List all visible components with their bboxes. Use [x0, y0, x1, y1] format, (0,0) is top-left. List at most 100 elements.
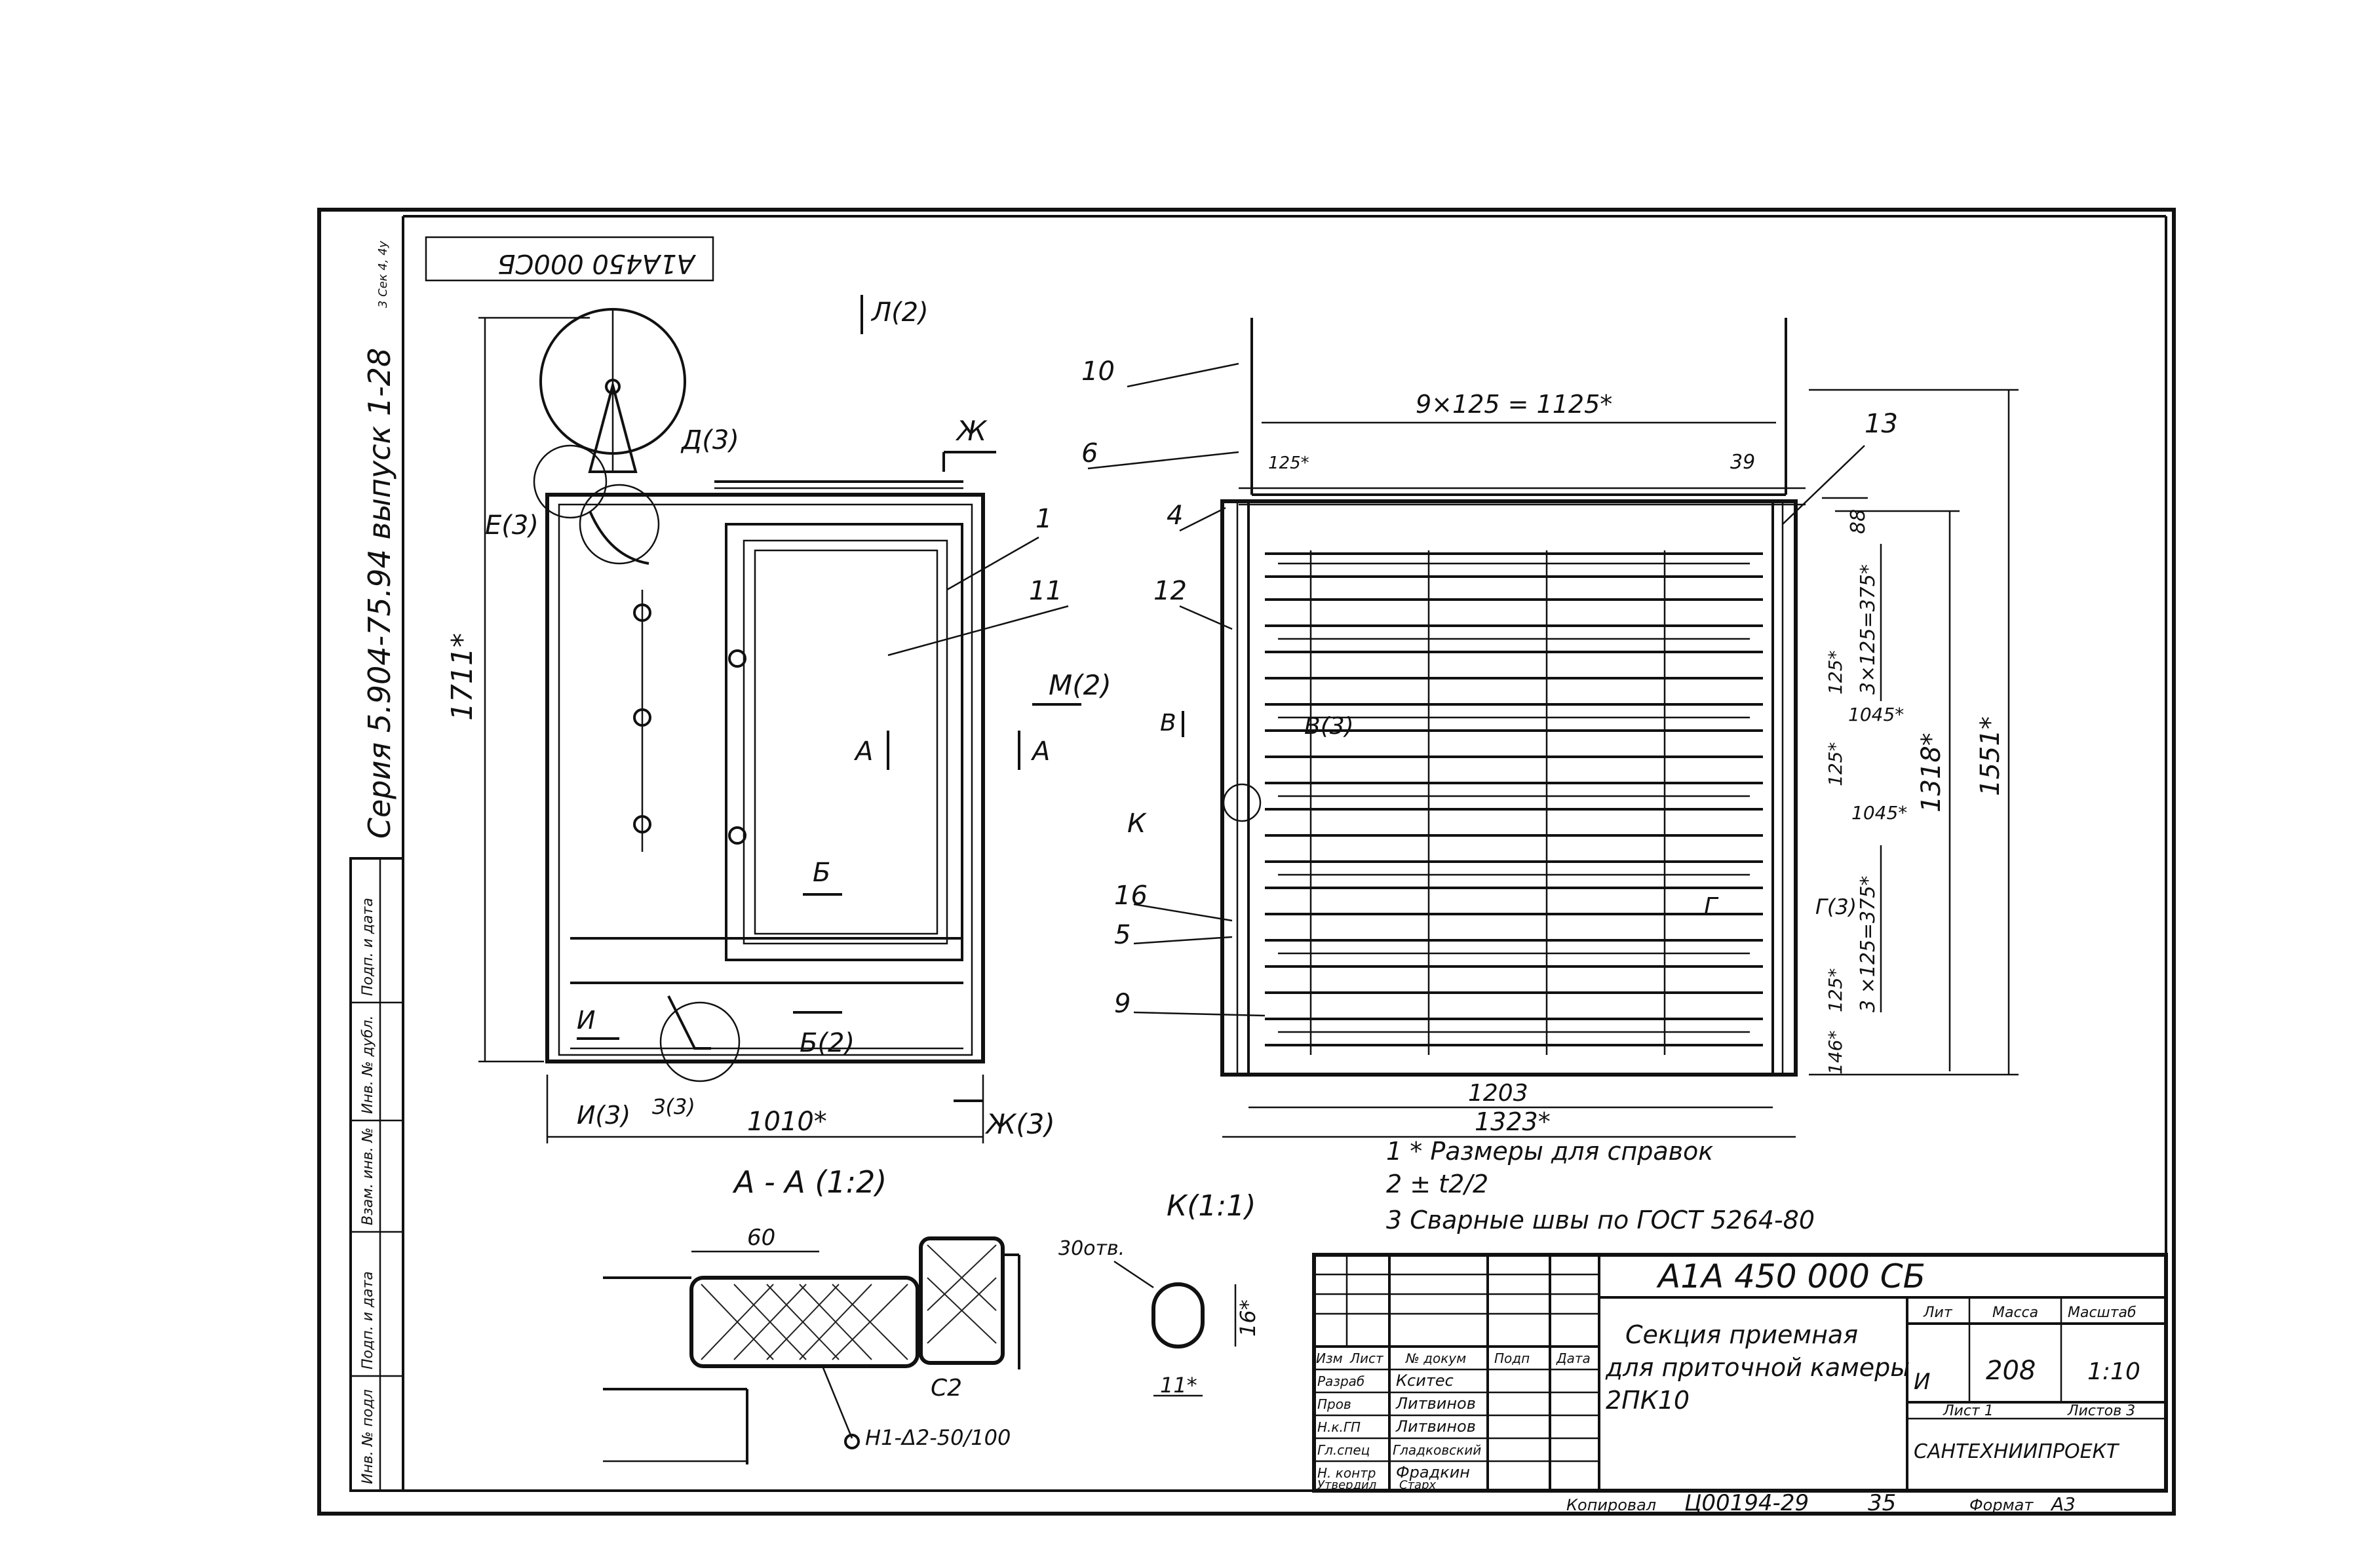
role-5: Н. контр [1317, 1465, 1376, 1481]
detail-k: К(1:1) 30отв. 16* 11* [1058, 1189, 1260, 1398]
label-I3: И(3) [577, 1101, 630, 1130]
detail-k-title: К(1:1) [1167, 1189, 1256, 1223]
label-Zh: Ж [955, 415, 988, 447]
signature-6: Старх [1399, 1478, 1437, 1492]
leader-4: 4 [1167, 501, 1183, 531]
signature-3: Литвинов [1395, 1417, 1476, 1436]
leader-16: 16 [1114, 881, 1148, 911]
dim-1045-b: 1045* [1851, 802, 1907, 824]
section-title: А - А (1:2) [732, 1164, 887, 1200]
label-G: Г [1704, 893, 1719, 920]
label-K: К [1127, 809, 1147, 839]
label-Zh3: Ж(3) [984, 1108, 1055, 1140]
scale-value: 1:10 [2087, 1358, 2140, 1385]
dim-11: 11* [1160, 1373, 1197, 1398]
dim-125-top: 125* [1268, 453, 1309, 473]
dim-146: 146* [1825, 1031, 1846, 1075]
leader-1: 1 [1035, 504, 1052, 534]
footer: Копировал Ц00194-29 35 Формат А3 [1566, 1490, 2076, 1516]
left-view: 1711* 1010* Л(2) Д(3) Е(3) Ж Ж(3) М(2) А… [446, 295, 1112, 1143]
side-field-1: Инв. № подл [360, 1389, 376, 1484]
side-field-5: Подп. и дата [360, 898, 376, 996]
side-hatch [927, 1244, 997, 1344]
sheet-frame [317, 208, 2176, 1516]
label-G3: Г(3) [1815, 894, 1857, 919]
section-a-a: А - А (1:2) 60 С2 [603, 1164, 1020, 1464]
copied-number: Ц00194-29 [1684, 1490, 1809, 1516]
rotated-doc-code: А1А450 000СБ [497, 248, 697, 278]
label-E: Е(3) [485, 510, 539, 541]
label-V: В [1160, 710, 1176, 736]
role-3: Н.к.ГП [1317, 1419, 1361, 1435]
dim-1711: 1711* [446, 633, 479, 721]
format-label: Формат [1969, 1496, 2034, 1514]
label-V3: В(3) [1304, 713, 1354, 740]
dim-125-b: 125* [1825, 742, 1846, 786]
label-Z3: З(3) [652, 1094, 695, 1119]
louver-slats [1265, 552, 1763, 1046]
doc-code: А1А 450 000 СБ [1656, 1257, 1925, 1295]
role-4: Гл.спец [1317, 1442, 1370, 1458]
lit-value: И [1914, 1369, 1930, 1395]
title-block: А1А 450 000 СБ Секция приемная для прито… [1312, 1253, 2168, 1493]
detail-k-holes: 30отв. [1058, 1237, 1125, 1260]
role-1: Разраб [1317, 1373, 1364, 1389]
dim-125-c: 125* [1825, 968, 1846, 1012]
col-izm: Изм [1316, 1350, 1343, 1366]
role-2: Пров [1317, 1396, 1351, 1412]
col-sign: Подп [1494, 1350, 1530, 1366]
label-B2: Б(2) [800, 1028, 855, 1058]
copied-label: Копировал [1566, 1496, 1656, 1514]
dim-16: 16* [1235, 1299, 1260, 1337]
page-number: 35 [1868, 1490, 1896, 1516]
dim-88: 88 [1847, 509, 1870, 534]
weld-note: Н1-Δ2-50/100 [865, 1425, 1011, 1450]
title-line-3: 2ПК10 [1606, 1386, 1690, 1415]
side-field-3: Взам. инв. № [360, 1128, 376, 1225]
leader-12: 12 [1153, 576, 1187, 606]
label-A2: А [1030, 736, 1050, 767]
signature-5: Фрадкин [1396, 1463, 1470, 1482]
label-M: М(2) [1049, 669, 1112, 701]
lit-header: Лит [1923, 1305, 1953, 1321]
leader-9: 9 [1114, 989, 1131, 1019]
format-value: А3 [2050, 1493, 2076, 1515]
dim-9x125: 9×125 = 1125* [1416, 390, 1612, 419]
label-C2: С2 [931, 1375, 962, 1402]
signature-2: Литвинов [1395, 1394, 1476, 1413]
mass-header: Масса [1992, 1305, 2038, 1321]
col-date: Дата [1556, 1350, 1591, 1366]
note-1: 1 * Размеры для справок [1386, 1137, 1713, 1166]
dim-1045-a: 1045* [1848, 704, 1904, 725]
label-A1: А [853, 736, 873, 767]
dim-1323: 1323* [1475, 1107, 1551, 1136]
side-field-2: Подп. и дата [360, 1271, 376, 1369]
leader-6: 6 [1081, 438, 1098, 468]
leader-10: 10 [1081, 356, 1115, 387]
title-line-2: для приточной камеры [1605, 1353, 1910, 1382]
label-B: Б [813, 858, 830, 888]
dim-1010: 1010* [747, 1107, 827, 1137]
dim-125-a: 125* [1825, 651, 1846, 695]
dim-1318: 1318* [1916, 733, 1946, 813]
label-D: Д(3) [680, 425, 739, 455]
label-I: И [577, 1006, 595, 1035]
role-6: Утвердил [1317, 1478, 1376, 1492]
col-list: Лист [1349, 1350, 1384, 1366]
dim-39: 39 [1730, 451, 1755, 474]
leader-11: 11 [1029, 576, 1062, 606]
corner-note: 3 Сек 4, 4у [376, 240, 390, 308]
signature-4: Гладковский [1393, 1442, 1481, 1458]
dim-3x125-top: 3×125=375* [1857, 564, 1880, 695]
side-strip: Инв. № подл Подп. и дата Взам. инв. № Ин… [349, 236, 714, 1492]
note-3: 3 Сварные швы по ГОСТ 5264-80 [1386, 1206, 1815, 1234]
title-line-1: Секция приемная [1625, 1320, 1858, 1349]
dim-60: 60 [747, 1225, 775, 1251]
sheets-label: Листов 3 [2067, 1403, 2135, 1419]
section-hatch [701, 1284, 908, 1360]
col-doc: № докум [1405, 1350, 1466, 1366]
signature-1: Кситес [1396, 1371, 1454, 1390]
dim-1551: 1551* [1975, 716, 2005, 796]
dim-3x125-bot: 3 ×125=375* [1857, 876, 1880, 1012]
